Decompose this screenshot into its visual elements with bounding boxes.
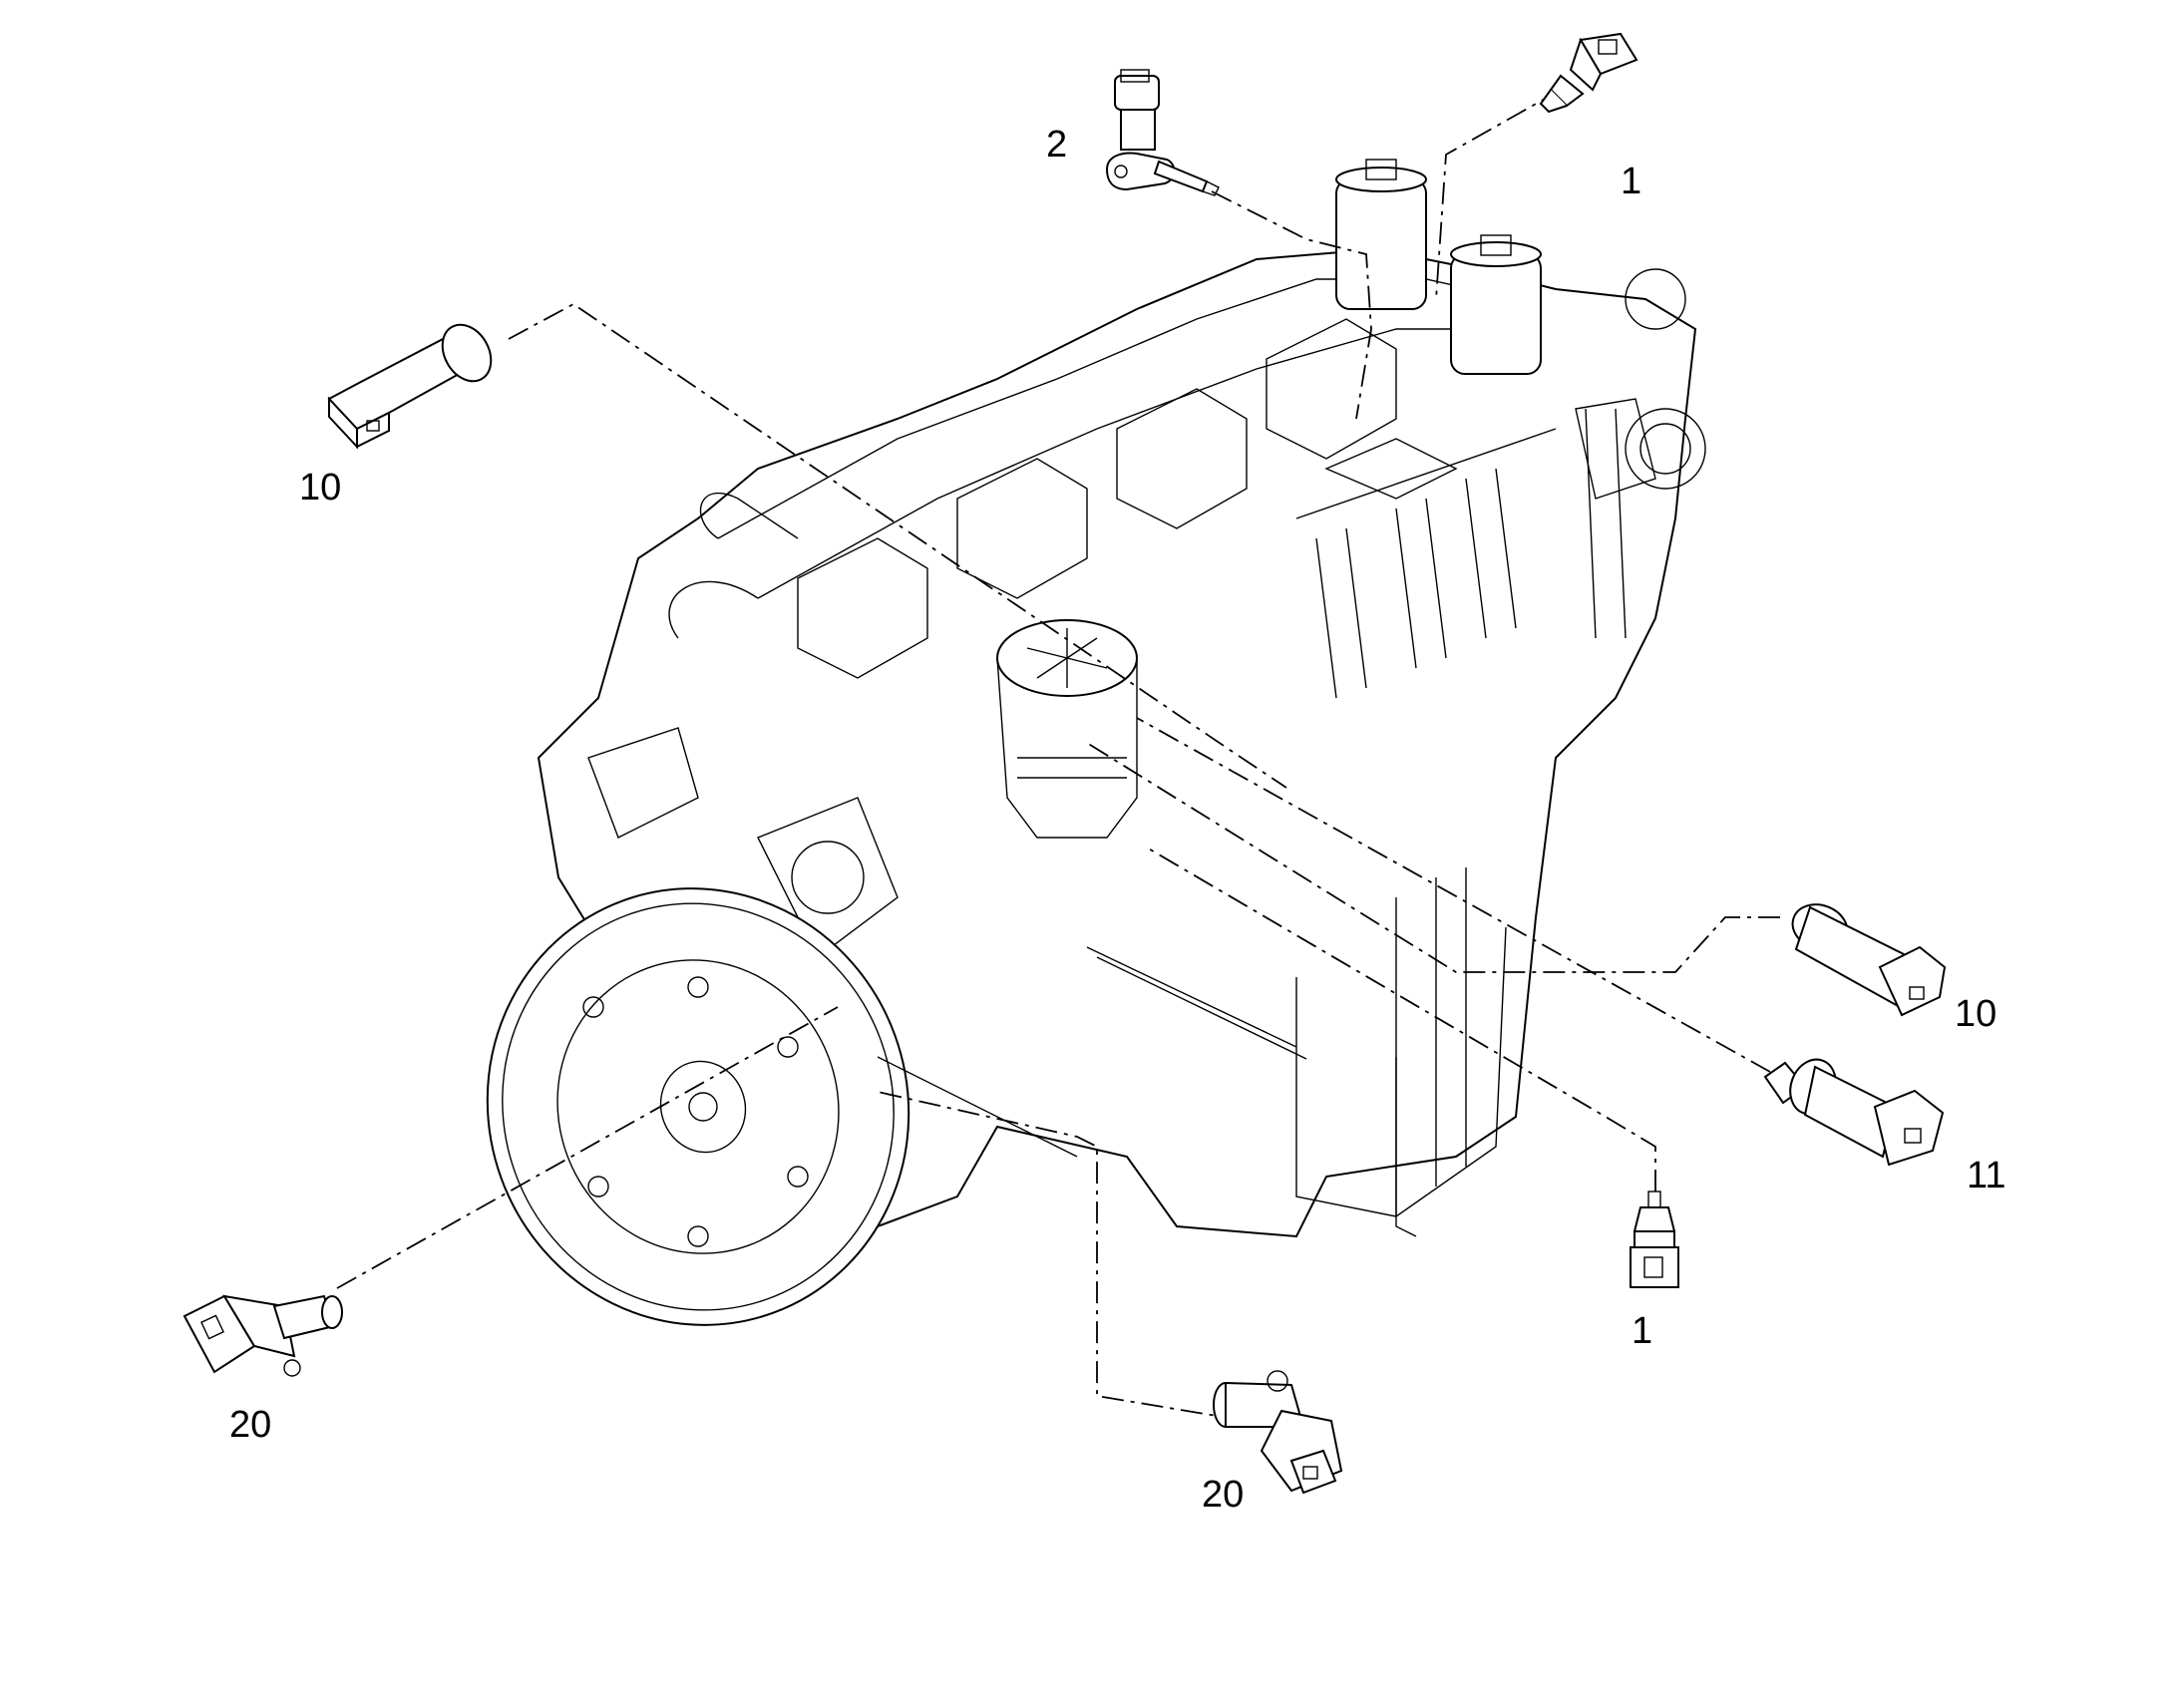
callout-10-right: 10 xyxy=(1955,993,1998,1035)
callout-1-top: 1 xyxy=(1621,161,1642,202)
flywheel xyxy=(486,887,910,1326)
pressure-sensor-icon[interactable] xyxy=(1786,897,1947,1017)
fuel-filters xyxy=(1335,159,1542,375)
callout-20-bottom: 20 xyxy=(1202,1474,1245,1516)
temperature-sensor-icon[interactable] xyxy=(1630,1191,1679,1288)
leader-line-20-left xyxy=(336,1006,839,1289)
pressure-sensor-icon[interactable] xyxy=(327,316,501,450)
callout-20-left: 20 xyxy=(229,1404,272,1446)
turbocharger xyxy=(1575,268,1706,639)
leader-line-1-top xyxy=(1435,89,1562,300)
leader-line-11 xyxy=(1136,717,1771,1073)
callout-1-bottom: 1 xyxy=(1632,1310,1653,1352)
pressure-switch-icon[interactable] xyxy=(1763,1053,1945,1167)
rocker-covers xyxy=(797,318,1458,679)
injector-rail xyxy=(1295,428,1557,699)
speed-sensor-icon[interactable] xyxy=(182,1294,343,1377)
leader-line-10-right xyxy=(1086,742,1780,973)
speed-sensor-icon[interactable] xyxy=(1213,1370,1343,1495)
callout-10-left: 10 xyxy=(299,467,342,509)
leader-line-2 xyxy=(1211,190,1372,420)
temperature-sensor-icon[interactable] xyxy=(1539,32,1638,114)
callout-11: 11 xyxy=(1967,1155,2006,1196)
position-sensor-icon[interactable] xyxy=(1105,69,1220,196)
callout-2: 2 xyxy=(1046,124,1068,166)
leader-line-1-bottom xyxy=(1146,847,1656,1192)
leader-line-10-left xyxy=(508,302,1287,789)
engine-assembly xyxy=(486,159,1706,1326)
oil-filter xyxy=(996,619,1138,839)
